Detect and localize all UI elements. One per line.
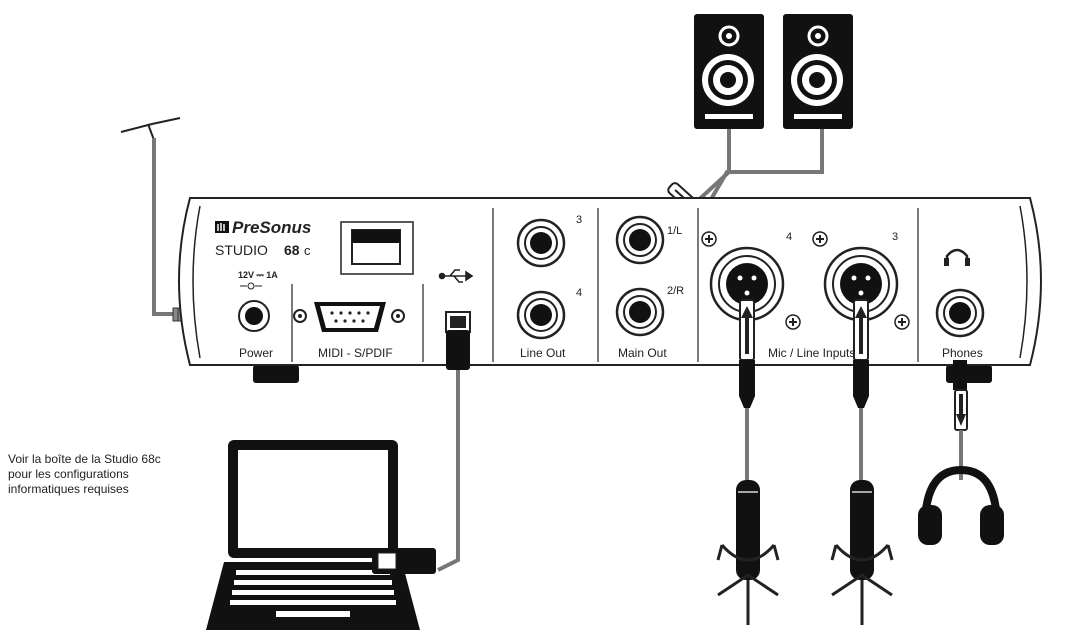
- laptop-icon: [206, 440, 436, 630]
- main-out-jack-left[interactable]: [615, 215, 665, 265]
- headphones-icon: [918, 465, 1004, 545]
- main-out-label: Main Out: [618, 346, 667, 360]
- model-name: STUDIO: [215, 242, 268, 258]
- line-out-label: Line Out: [520, 346, 566, 360]
- screw-cross-marks: [705, 235, 906, 326]
- usb-icon: [438, 269, 474, 283]
- system-requirements-note: Voir la boîte de la Studio 68c pour les …: [8, 452, 218, 497]
- power-label: Power: [239, 346, 273, 360]
- input-4-label: 4: [786, 231, 792, 243]
- model-suffix: c: [304, 243, 311, 258]
- midi-spdif-label: MIDI - S/PDIF: [318, 346, 393, 360]
- power-jack[interactable]: [238, 300, 270, 332]
- combo-input-4[interactable]: [709, 246, 785, 322]
- line-out-jack-4[interactable]: [516, 290, 566, 340]
- phones-jack[interactable]: [935, 288, 985, 338]
- headphone-icon: [944, 248, 970, 266]
- speaker-right-icon: [783, 14, 853, 129]
- line-out-4-label: 4: [576, 287, 582, 299]
- main-out-left-label: 1/L: [667, 225, 682, 237]
- usb-cable: [437, 311, 471, 572]
- mic-cable-right: [853, 299, 869, 480]
- note-line-3: informatiques requises: [8, 482, 129, 496]
- main-out-jack-right[interactable]: [615, 287, 665, 337]
- line-out-jack-3[interactable]: [516, 218, 566, 268]
- headphone-cable: [953, 360, 968, 480]
- note-line-2: pour les configurations: [8, 467, 129, 481]
- input-3-label: 3: [892, 231, 898, 243]
- mic-cable-left: [739, 299, 755, 480]
- power-rating-label: 12V ⎓ 1A: [238, 270, 278, 280]
- presonus-logo: [215, 221, 229, 233]
- note-line-1: Voir la boîte de la Studio 68c: [8, 452, 161, 466]
- midi-spdif-port[interactable]: [293, 302, 405, 332]
- microphone-right-icon: [830, 480, 894, 625]
- power-polarity-icon: [240, 282, 262, 290]
- speaker-left-icon: [694, 14, 764, 129]
- brand-name: PreSonus: [232, 218, 311, 237]
- combo-input-3[interactable]: [823, 246, 899, 322]
- phones-label: Phones: [942, 346, 983, 360]
- main-out-right-label: 2/R: [667, 285, 684, 297]
- line-out-3-label: 3: [576, 214, 582, 226]
- power-switch[interactable]: [340, 221, 414, 275]
- microphone-left-icon: [716, 480, 780, 625]
- mic-line-inputs-label: Mic / Line Inputs: [768, 346, 855, 360]
- model-number: 68: [284, 242, 300, 258]
